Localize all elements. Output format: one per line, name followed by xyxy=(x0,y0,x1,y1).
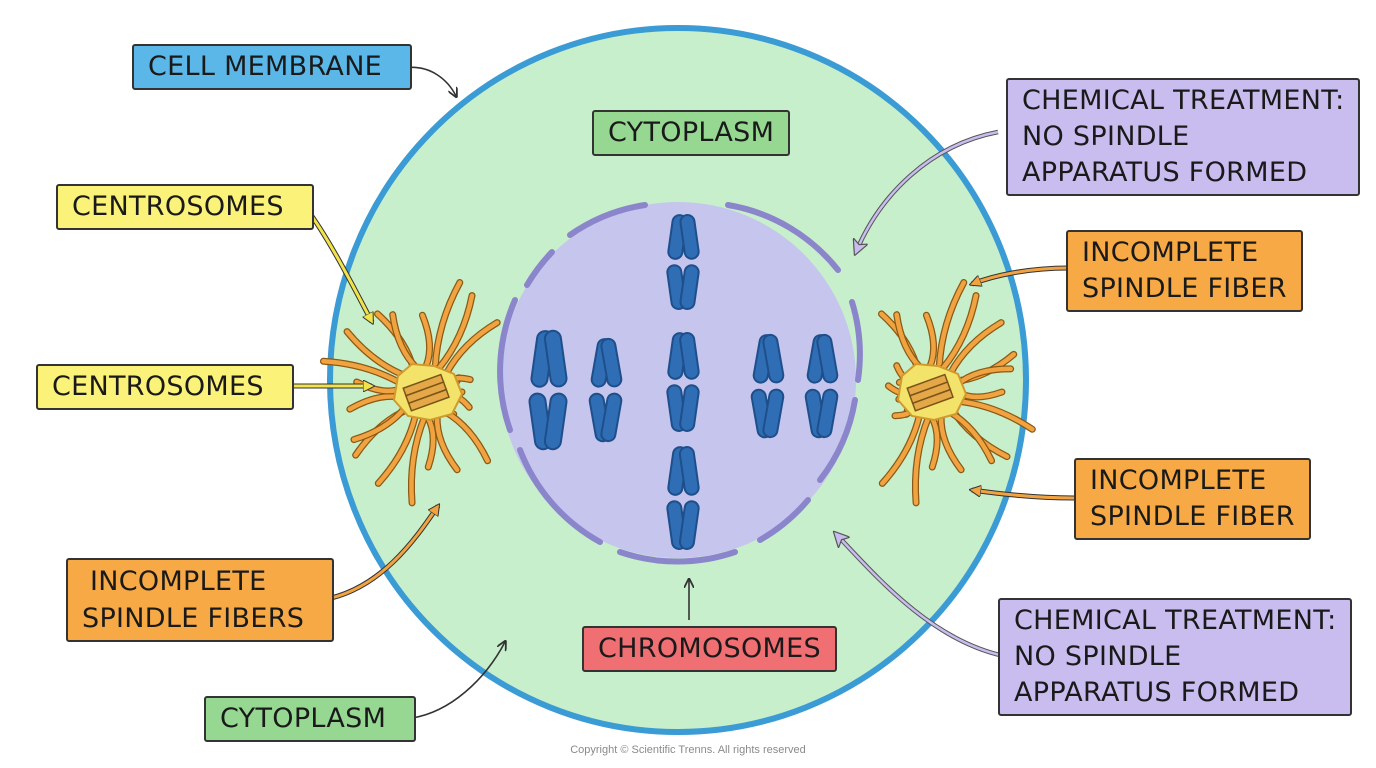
spindle-fiber xyxy=(936,280,967,370)
spindle-fiber xyxy=(880,412,922,486)
label-chemical-treatment-top: CHEMICAL TREATMENT: NO SPINDLE APPARATUS… xyxy=(1006,78,1361,196)
spindle-fiber xyxy=(434,414,460,472)
nucleus-region xyxy=(500,202,856,558)
label-centrosomes-upper: CENTROSOMES xyxy=(56,184,314,230)
label-line: SPINDLE FIBERS xyxy=(82,603,305,634)
centrosome-right xyxy=(896,362,968,422)
spindle-fiber xyxy=(425,415,436,470)
chromosome xyxy=(588,337,623,443)
label-line: CHEMICAL TREATMENT: xyxy=(1014,605,1337,636)
label-chemical-treatment-bottom: CHEMICAL TREATMENT: NO SPINDLE APPARATUS… xyxy=(998,598,1353,716)
spindle-fiber xyxy=(436,293,475,371)
chromosome xyxy=(666,332,700,432)
arrow-cytoplasm-bottom xyxy=(411,642,505,719)
spindle-fiber xyxy=(954,398,1035,432)
label-cytoplasm-top: CYTOPLASM xyxy=(592,110,791,156)
label-line: APPARATUS FORMED xyxy=(1014,677,1300,708)
chromosome xyxy=(666,213,700,311)
label-line: SPINDLE FIBER xyxy=(1082,273,1287,304)
label-line: CHEMICAL TREATMENT: xyxy=(1022,85,1345,116)
spindle-fiber xyxy=(940,293,979,371)
chromosome xyxy=(804,333,839,439)
label-incomplete-spindle-fiber-right-top: INCOMPLETE SPINDLE FIBER xyxy=(1066,230,1303,312)
label-centrosomes-lower: CENTROSOMES xyxy=(36,364,294,410)
spindle-fiber xyxy=(929,415,940,470)
label-line: NO SPINDLE xyxy=(1014,641,1182,672)
spindle-fiber xyxy=(432,280,463,370)
label-chromosomes: CHROMOSOMES xyxy=(582,626,837,672)
label-cytoplasm-bottom: CYTOPLASM xyxy=(204,696,417,742)
spindle-fiber xyxy=(948,320,1004,376)
label-incomplete-spindle-fibers-left: INCOMPLETE SPINDLE FIBERS xyxy=(66,558,335,642)
chromosome xyxy=(528,329,568,451)
spindle-fiber xyxy=(420,312,432,369)
label-incomplete-spindle-fiber-right-bottom: INCOMPLETE SPINDLE FIBER xyxy=(1074,458,1311,540)
spindle-fiber xyxy=(444,320,500,376)
spindle-fiber xyxy=(321,359,406,387)
spindle-fiber xyxy=(376,412,418,486)
centrosome-left xyxy=(392,362,464,422)
spindle-fiber xyxy=(409,415,427,506)
label-line: INCOMPLETE xyxy=(90,566,267,597)
chromosomes xyxy=(528,213,839,550)
chromosome xyxy=(666,446,700,550)
label-line: NO SPINDLE xyxy=(1022,121,1190,152)
copyright-footer: Copyright © Scientific Trenns. All right… xyxy=(570,744,806,756)
label-cell-membrane: CELL MEMBRANE xyxy=(132,44,413,90)
label-line: APPARATUS FORMED xyxy=(1022,157,1308,188)
nuclear-envelope-fragments xyxy=(497,202,863,565)
label-line: SPINDLE FIBER xyxy=(1090,501,1295,532)
spindle-fiber xyxy=(924,312,936,369)
spindle-fiber xyxy=(938,414,964,472)
label-line: INCOMPLETE xyxy=(1082,237,1259,268)
chromosome xyxy=(750,333,785,439)
spindle-fiber xyxy=(913,415,931,506)
label-line: INCOMPLETE xyxy=(1090,465,1267,496)
